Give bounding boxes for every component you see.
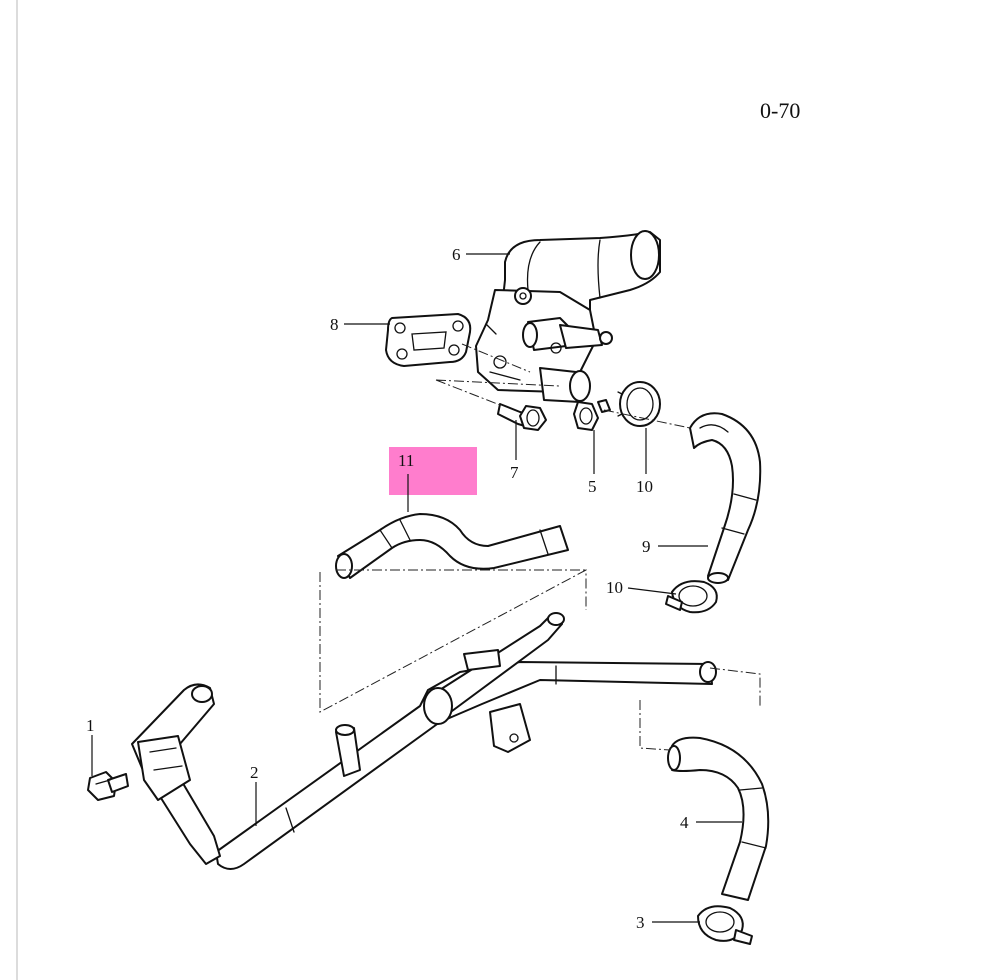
- callout-8: 8: [330, 315, 339, 334]
- hose-clamp-upper[interactable]: [617, 381, 661, 427]
- gasket[interactable]: [385, 313, 472, 367]
- callout-10-upper: 10: [636, 477, 653, 496]
- assembly-lines: [319, 343, 761, 751]
- callout-7: 7: [510, 463, 519, 482]
- hose-clamp-part-3[interactable]: [697, 905, 753, 945]
- page-border: [16, 0, 18, 980]
- callout-4: 4: [680, 813, 689, 832]
- callout-1: 1: [86, 716, 95, 735]
- callout-5: 5: [588, 477, 597, 496]
- leader-lines: [91, 253, 742, 923]
- thermostat-housing[interactable]: [475, 230, 661, 403]
- callout-6: 6: [452, 245, 461, 264]
- bolt-part-7[interactable]: [497, 403, 547, 431]
- bolt-part-1[interactable]: [87, 771, 129, 801]
- coolant-hose-part-9[interactable]: [689, 412, 762, 584]
- coolant-pipe-part-2[interactable]: [131, 612, 717, 870]
- callout-2: 2: [250, 763, 259, 782]
- callout-9: 9: [642, 537, 651, 556]
- highlight-box-part-11: [389, 447, 477, 495]
- bolt-part-5[interactable]: [573, 399, 611, 431]
- section-code: 0-70: [760, 98, 800, 123]
- callout-11: 11: [398, 451, 414, 470]
- coolant-hose-part-11[interactable]: [335, 513, 569, 579]
- hose-clamp-lower[interactable]: [665, 580, 718, 614]
- coolant-hose-part-4[interactable]: [667, 736, 770, 901]
- callout-10-lower: 10: [606, 578, 623, 597]
- callout-3: 3: [636, 913, 645, 932]
